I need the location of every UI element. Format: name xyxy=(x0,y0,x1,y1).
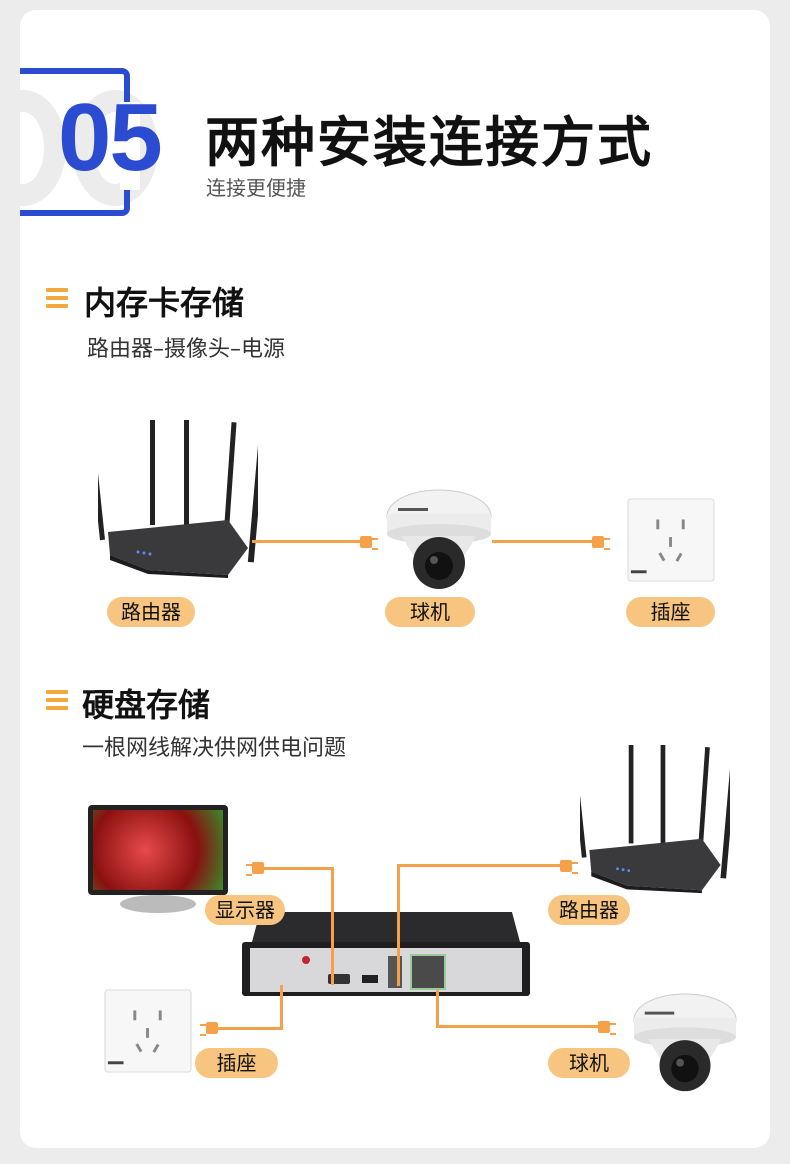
label-router: 路由器 xyxy=(107,597,195,627)
section1-title: 内存卡存储 xyxy=(84,284,245,322)
cable xyxy=(397,864,563,867)
cable xyxy=(280,985,283,1030)
power-socket-image xyxy=(627,497,715,583)
monitor-image xyxy=(88,805,228,895)
label-camera: 球机 xyxy=(385,597,475,627)
label-monitor: 显示器 xyxy=(205,895,285,925)
section2-subtitle: 一根网线解决供网供电问题 xyxy=(82,736,347,761)
cable xyxy=(492,540,592,543)
nvr-image xyxy=(242,912,530,998)
cable xyxy=(436,1025,598,1028)
page-subtitle: 连接更便捷 xyxy=(206,176,306,200)
list-icon xyxy=(46,690,68,710)
power-socket-image xyxy=(104,988,192,1074)
plug-icon xyxy=(560,860,578,874)
router-image xyxy=(580,745,730,895)
cable xyxy=(218,1027,283,1030)
cable xyxy=(252,540,360,543)
cable xyxy=(331,867,334,985)
cable xyxy=(264,867,334,870)
section2-title: 硬盘存储 xyxy=(82,686,211,724)
cable xyxy=(397,864,400,986)
label-socket: 插座 xyxy=(626,597,715,627)
section-number: 05 xyxy=(58,84,163,191)
plug-icon xyxy=(246,862,264,876)
page-title: 两种安装连接方式 xyxy=(205,111,653,174)
cable xyxy=(436,990,439,1028)
router-image xyxy=(98,420,258,580)
plug-icon xyxy=(592,536,610,550)
plug-icon xyxy=(598,1021,616,1035)
label-router: 路由器 xyxy=(548,895,630,925)
plug-icon xyxy=(360,536,378,550)
dome-camera-image xyxy=(384,488,494,598)
label-socket: 插座 xyxy=(195,1048,278,1078)
content-card: 05 两种安装连接方式 连接更便捷 内存卡存储 路由器–摄像头–电源 路由器 球… xyxy=(20,10,770,1148)
monitor-stand xyxy=(120,895,196,913)
label-camera: 球机 xyxy=(548,1048,630,1078)
dome-camera-image xyxy=(631,992,739,1100)
section1-subtitle: 路由器–摄像头–电源 xyxy=(87,337,286,362)
bracket-gap xyxy=(120,102,140,190)
list-icon xyxy=(46,288,68,308)
plug-icon xyxy=(200,1022,218,1036)
